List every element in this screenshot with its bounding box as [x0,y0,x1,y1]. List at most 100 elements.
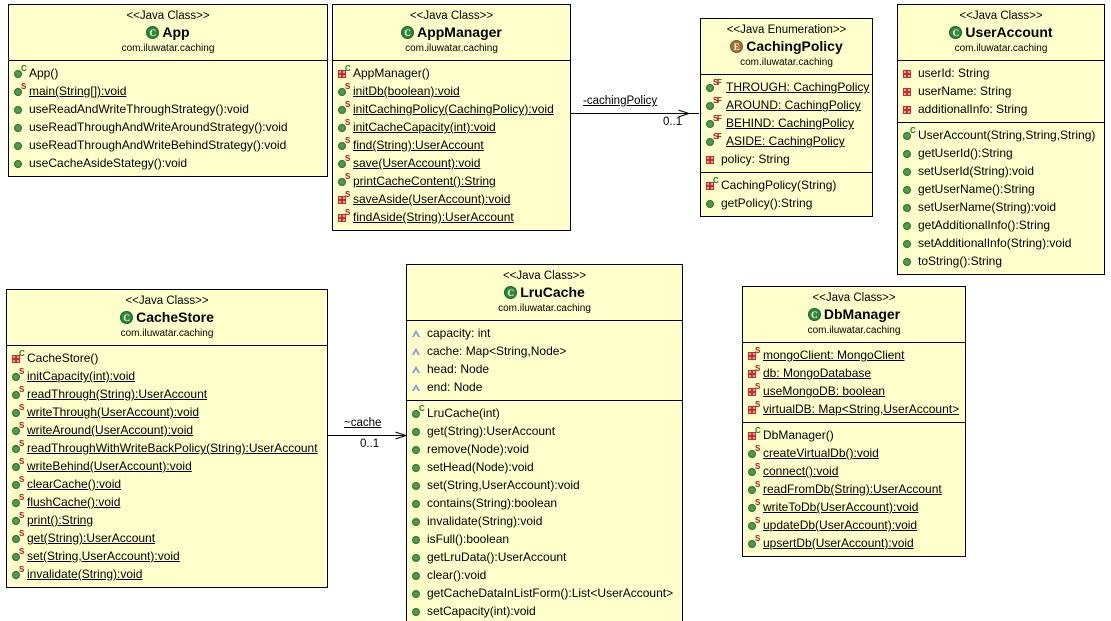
package-label: com.iluwatar.caching [807,325,901,336]
uml-member[interactable]: useReadThroughAndWriteAroundStrategy():v… [13,118,323,136]
stereotype-label: <<Java Class>> [959,10,1043,22]
public-method-icon: S [337,100,351,118]
uml-member[interactable]: head: Node [411,360,678,378]
class-box-cachingpolicy[interactable]: <<Java Enumeration>> E CachingPolicy com… [700,18,873,217]
uml-member[interactable]: getPolicy():String [705,194,868,212]
uml-member[interactable]: getCacheDataInListForm():List<UserAccoun… [411,584,678,602]
uml-member[interactable]: getLruData():UserAccount [411,548,678,566]
public-method-icon [411,458,425,476]
class-box-appmanager[interactable]: <<Java Class>> C AppManager com.iluwatar… [332,4,571,231]
uml-member[interactable]: setHead(Node):void [411,458,678,476]
association-appmanager-cachingpolicy[interactable]: -cachingPolicy 0..1 [571,88,703,128]
class-box-app[interactable]: <<Java Class>> C App com.iluwatar.cachin… [8,4,328,177]
class-header-appmanager: <<Java Class>> C AppManager com.iluwatar… [333,5,570,61]
private-method-icon: C [11,349,25,367]
uml-member[interactable]: useReadAndWriteThroughStrategy():void [13,100,323,118]
class-box-cachestore[interactable]: <<Java Class>> C CacheStore com.iluwatar… [6,289,328,588]
association-multiplicity-label: 0..1 [663,116,683,128]
uml-member-label: getLruData():UserAccount [427,550,567,564]
class-icon: C [504,286,518,299]
uml-member[interactable]: get(String):UserAccount [411,422,678,440]
class-header-cachestore: <<Java Class>> C CacheStore com.iluwatar… [7,290,327,346]
uml-member[interactable]: userId: String [902,64,1100,82]
uml-member[interactable]: useCacheAsideStategy():void [13,154,323,172]
uml-member[interactable]: policy: String [705,150,868,168]
uml-member[interactable]: clear():void [411,566,678,584]
uml-member[interactable]: invalidate(String):void [411,512,678,530]
uml-member[interactable]: useReadThroughAndWriteBehindStrategy():v… [13,136,323,154]
uml-member[interactable]: getUserName():String [902,180,1100,198]
uml-member[interactable]: additionalInfo: String [902,100,1100,118]
uml-member[interactable]: setUserId(String):void [902,162,1100,180]
class-box-dbmanager[interactable]: <<Java Class>> C DbManager com.iluwatar.… [742,286,966,557]
uml-member[interactable]: setUserName(String):void [902,198,1100,216]
private-method-icon: C [747,426,761,444]
uml-member[interactable]: userName: String [902,82,1100,100]
uml-member[interactable]: isFull():boolean [411,530,678,548]
public-method-icon: S [747,516,761,534]
uml-member[interactable]: remove(Node):void [411,440,678,458]
uml-member[interactable]: setCapacity(int):void [411,602,678,620]
class-name-label: AppManager [417,24,502,40]
uml-member[interactable]: cache: Map<String,Node> [411,342,678,360]
class-box-useraccount[interactable]: <<Java Class>> C UserAccount com.iluwata… [897,4,1105,275]
uml-member-label: getUserName():String [918,182,1035,196]
public-method-icon [13,118,27,136]
uml-member[interactable]: end: Node [411,378,678,396]
uml-member[interactable]: capacity: int [411,324,678,342]
association-cachestore-lrucache[interactable]: ~cache 0..1 [328,408,410,450]
uml-member[interactable]: getUserId():String [902,144,1100,162]
class-box-lrucache[interactable]: <<Java Class>> C LruCache com.iluwatar.c… [406,264,683,621]
private-method-icon: C [705,176,719,194]
uml-member[interactable]: getAdditionalInfo():String [902,216,1100,234]
uml-member[interactable]: setAdditionalInfo(String):void [902,234,1100,252]
uml-member[interactable]: toString():String [902,252,1100,270]
uml-member[interactable]: contains(String):boolean [411,494,678,512]
uml-member[interactable]: set(String,UserAccount):void [411,476,678,494]
class-header-cachingpolicy: <<Java Enumeration>> E CachingPolicy com… [701,19,872,75]
